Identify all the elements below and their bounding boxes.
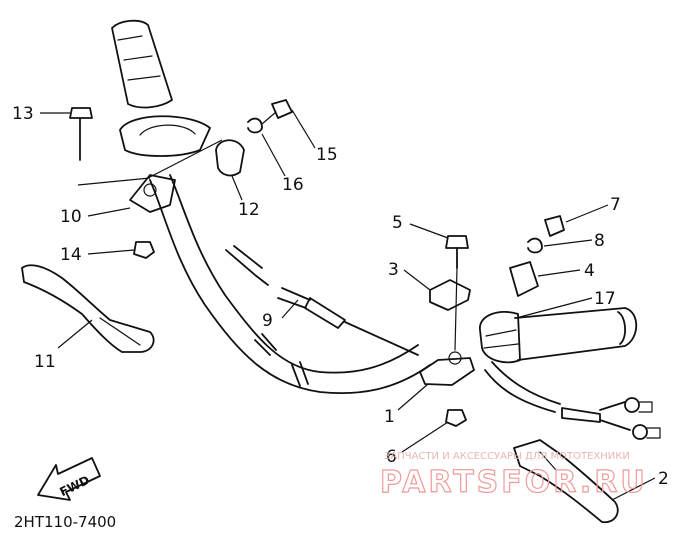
watermark-logo: PARTSFOR.RU [380, 465, 648, 500]
right-lever-holder-1 [419, 351, 475, 386]
screw-7 [544, 215, 565, 237]
callout-10: 10 [60, 207, 82, 227]
callout-9: 9 [262, 311, 273, 331]
switch-cable [484, 361, 661, 440]
clamp-12 [215, 139, 245, 177]
callout-5: 5 [392, 213, 403, 233]
callout-7: 7 [610, 195, 621, 215]
callout-15: 15 [316, 145, 338, 165]
watermark-tagline: ЗАПЧАСТИ И АКСЕССУАРЫ ДЛЯ МОТОТЕХНИКИ [384, 451, 630, 462]
forward-arrow: FWD [37, 457, 101, 501]
handlebar [149, 174, 431, 395]
nut-6 [445, 409, 467, 427]
left-grip [111, 19, 211, 157]
bolt-13 [69, 107, 93, 161]
callout-14: 14 [60, 245, 82, 265]
bolt-5 [445, 235, 469, 351]
callout-8: 8 [594, 231, 605, 251]
right-lever [513, 439, 619, 524]
left-lever-holder [129, 174, 176, 213]
callout-1: 1 [384, 407, 395, 427]
forward-label: FWD [57, 473, 91, 499]
callout-13: 13 [12, 104, 34, 124]
callout-4: 4 [584, 261, 595, 281]
callout-17: 17 [594, 289, 616, 309]
callout-2: 2 [658, 469, 669, 489]
washer-8 [527, 237, 543, 254]
watermark: ЗАПЧАСТИ И АКСЕССУАРЫ ДЛЯ МОТОТЕХНИКИ PA… [379, 451, 648, 501]
leader-lines [40, 109, 656, 501]
clip-4 [509, 261, 539, 297]
nut-14 [133, 241, 155, 259]
callout-labels: 13 10 14 11 12 16 15 5 3 9 7 8 4 17 1 6 … [12, 104, 669, 489]
washer-16 [247, 117, 263, 134]
callout-3: 3 [388, 260, 399, 280]
callout-6: 6 [386, 447, 397, 467]
callout-12: 12 [238, 200, 260, 220]
left-lever [21, 264, 155, 353]
right-grip [479, 307, 638, 364]
switch-body-3 [429, 279, 471, 311]
screw-15 [261, 99, 293, 125]
callout-11: 11 [34, 352, 56, 372]
part-code: 2HT110-7400 [14, 513, 116, 531]
switch-wire [225, 245, 419, 356]
callout-16: 16 [282, 175, 304, 195]
